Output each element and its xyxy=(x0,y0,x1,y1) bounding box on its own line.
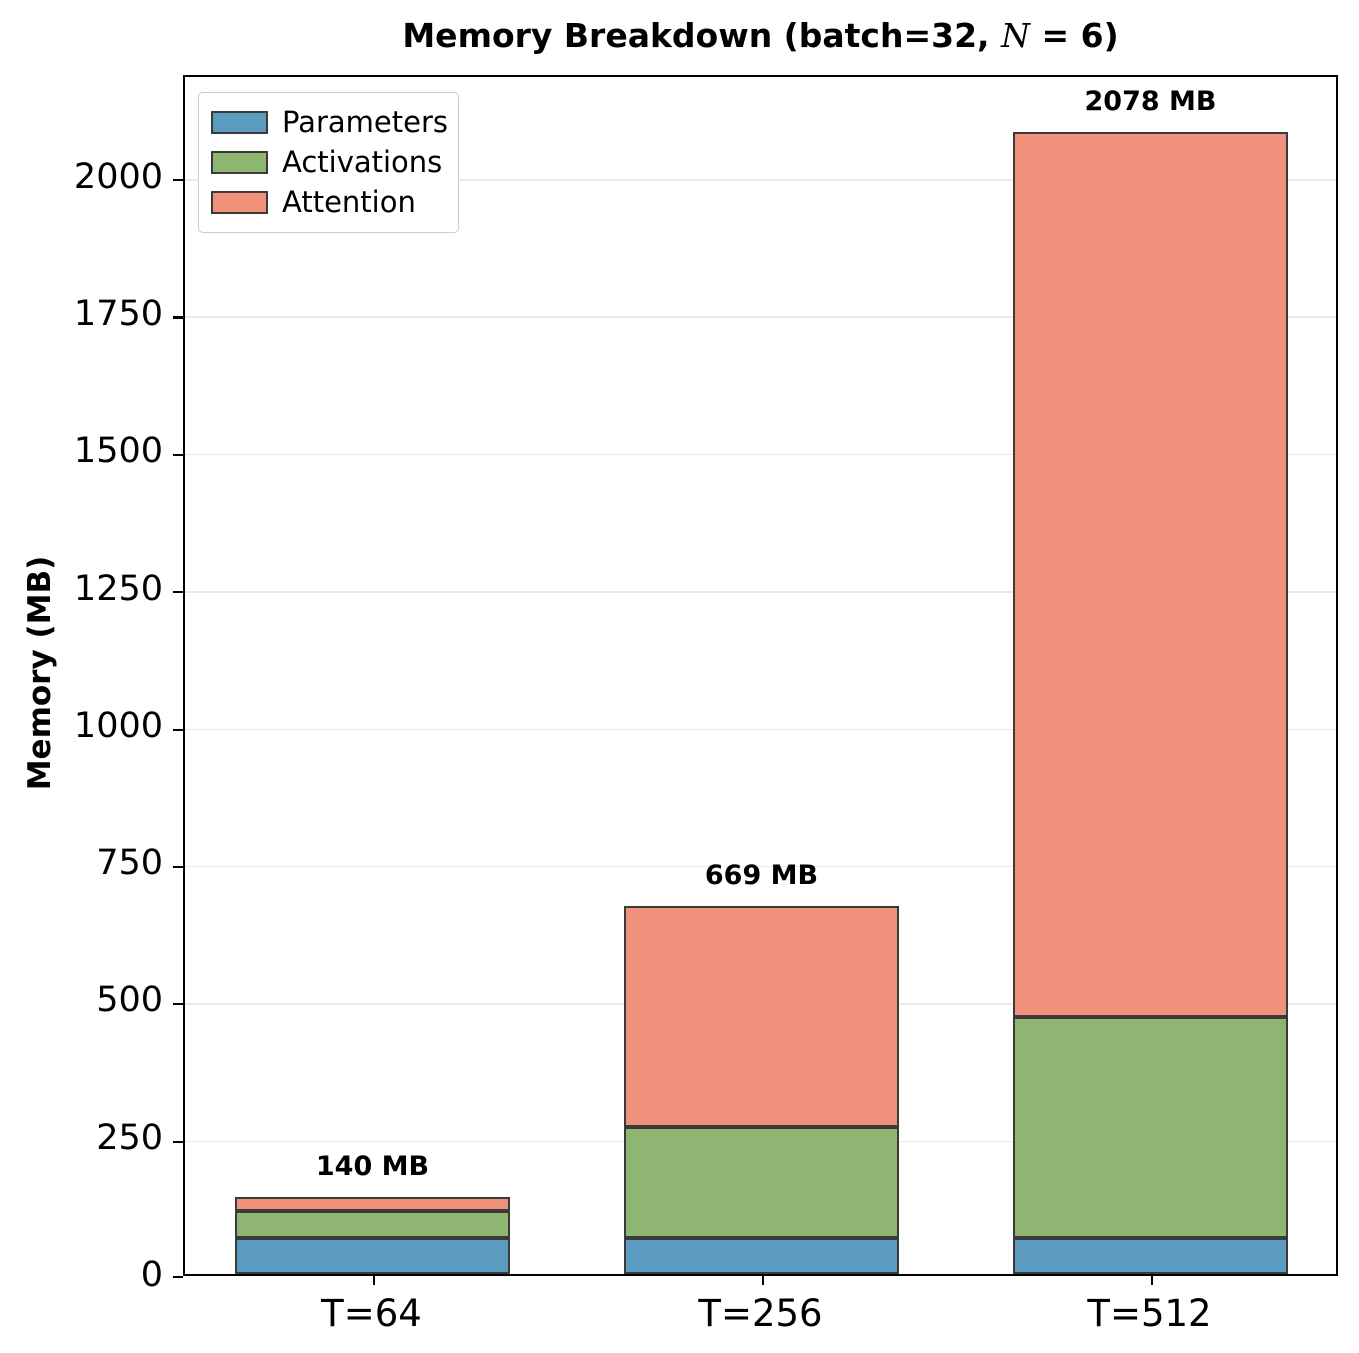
y-tick-mark-1000 xyxy=(173,728,183,731)
chart-title-text: Memory Breakdown (batch=32, xyxy=(402,16,990,55)
y-tick-mark-0 xyxy=(173,1276,183,1279)
bar-segment-activations-t512[interactable] xyxy=(1013,1016,1288,1239)
y-tick-mark-500 xyxy=(173,1003,183,1006)
bar-segment-attention-t512[interactable] xyxy=(1013,132,1288,1017)
y-tick-mark-750 xyxy=(173,865,183,869)
bar-segment-parameters-t64[interactable] xyxy=(235,1238,510,1274)
y-tick-mark-2000 xyxy=(173,179,183,182)
bar-total-label-t512: 2078 MB xyxy=(1084,86,1217,117)
x-tick-mark-t512 xyxy=(1151,1275,1154,1285)
legend-swatch-attention-icon xyxy=(211,190,268,214)
x-tick-mark-t64 xyxy=(373,1275,376,1285)
legend-label-parameters: Parameters xyxy=(282,104,448,139)
legend-item-attention[interactable]: Attention xyxy=(211,182,444,222)
x-tick-label-t256: T=256 xyxy=(698,1292,823,1335)
legend-swatch-parameters-icon xyxy=(211,110,268,134)
bar-stack-t256[interactable] xyxy=(624,906,899,1274)
bar-stack-t512[interactable] xyxy=(1013,132,1288,1274)
y-tick-mark-1500 xyxy=(173,453,183,456)
y-tick-mark-1250 xyxy=(173,591,183,594)
bar-segment-parameters-t256[interactable] xyxy=(624,1238,899,1274)
legend-item-activations[interactable]: Activations xyxy=(211,142,444,182)
x-tick-mark-t256 xyxy=(762,1275,765,1285)
x-tick-label-t64: T=64 xyxy=(321,1292,422,1335)
plot-area: 140 MB 669 MB 2078 MB Parameters Activat… xyxy=(173,75,1338,1285)
bar-segment-attention-t256[interactable] xyxy=(624,906,899,1127)
chart-title-math-rest: = 6) xyxy=(1041,16,1119,55)
legend-label-activations: Activations xyxy=(282,144,443,179)
y-tick-mark-250 xyxy=(173,1140,183,1143)
bar-segment-attention-t64[interactable] xyxy=(235,1197,510,1211)
chart-title-math-variable: N xyxy=(1001,16,1030,55)
y-axis-label: Memory (MB) xyxy=(22,555,58,791)
bar-segment-parameters-t512[interactable] xyxy=(1013,1238,1288,1274)
y-tick-mark-1750 xyxy=(173,316,183,319)
legend-item-parameters[interactable]: Parameters xyxy=(211,102,448,142)
y-axis-label-wrapper: Memory (MB) xyxy=(18,0,64,1353)
legend-swatch-activations-icon xyxy=(211,150,268,174)
bar-stack-t64[interactable] xyxy=(235,1197,510,1274)
legend: Parameters Activations Attention xyxy=(198,92,459,233)
bar-segment-activations-t64[interactable] xyxy=(235,1210,510,1239)
bar-total-label-t256: 669 MB xyxy=(704,860,819,891)
chart-title: Memory Breakdown (batch=32, N = 6) xyxy=(183,16,1338,55)
bar-total-label-t64: 140 MB xyxy=(315,1151,430,1182)
legend-label-attention: Attention xyxy=(282,184,416,219)
x-tick-label-t512: T=512 xyxy=(1087,1292,1212,1335)
bar-segment-activations-t256[interactable] xyxy=(624,1126,899,1239)
